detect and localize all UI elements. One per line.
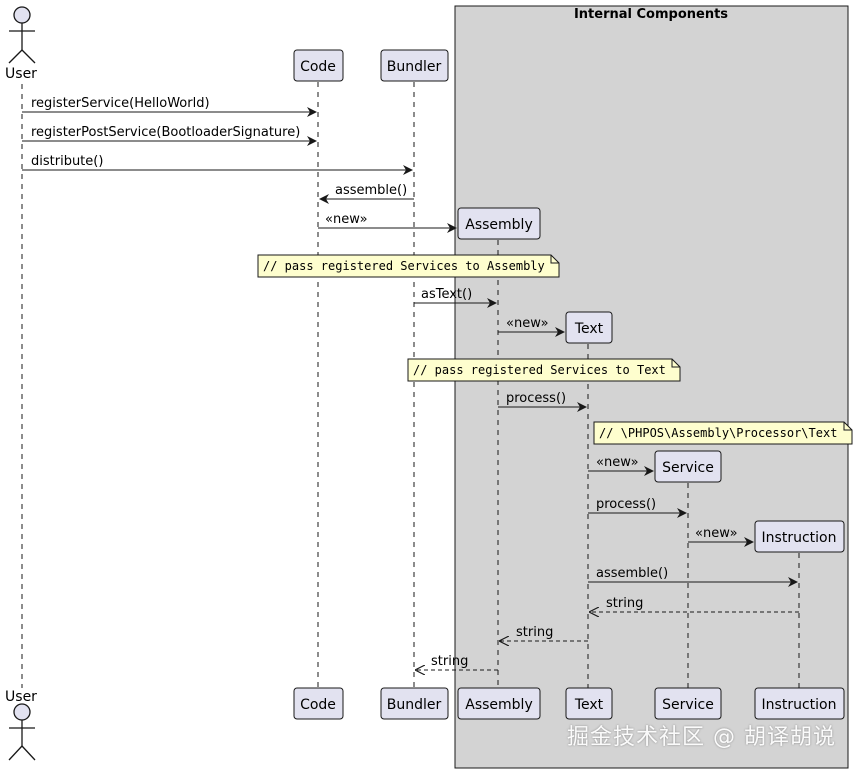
message-label: string	[431, 654, 468, 669]
participant-service-top: Service	[654, 450, 722, 483]
group-title: Internal Components	[574, 7, 728, 22]
group-internal-components: Internal Components	[454, 5, 849, 769]
actor-user-head-bottom	[13, 703, 31, 721]
note-text: // pass registered Services to Assembly	[263, 259, 545, 273]
participant-text-label-bottom: Text	[574, 697, 604, 713]
participant-code-label-bottom: Code	[300, 697, 336, 713]
participant-text-bottom: Text	[565, 687, 613, 720]
participant-bundler-label: Bundler	[387, 59, 442, 75]
participant-text-top: Text	[565, 311, 613, 344]
participant-code-bottom: Code	[293, 687, 344, 720]
message-return-string-text: string	[590, 596, 799, 612]
participant-instruction-label-bottom: Instruction	[762, 697, 837, 713]
watermark: 掘金技术社区 @ 胡译胡说	[567, 725, 836, 750]
actor-user-label-top: User	[5, 66, 37, 82]
message-label: string	[606, 596, 643, 611]
actor-user-head	[13, 6, 31, 24]
message-new-text: «new»	[498, 316, 565, 337]
message-label: «new»	[695, 526, 738, 541]
participant-assembly-label-bottom: Assembly	[465, 697, 532, 713]
message-label: string	[516, 625, 553, 640]
participant-assembly-top: Assembly	[457, 207, 541, 240]
participant-service-label-bottom: Service	[662, 697, 714, 713]
message-return-string-bundler: string	[416, 654, 498, 670]
message-label: registerService(HelloWorld)	[31, 96, 210, 111]
message-label: process()	[506, 391, 566, 406]
participant-code-top: Code	[293, 49, 344, 82]
message-assemble-code: assemble()	[319, 183, 414, 204]
message-assemble-instruction: assemble()	[588, 566, 798, 587]
message-label: «new»	[506, 316, 549, 331]
participant-service-label: Service	[662, 460, 714, 476]
message-label: «new»	[325, 212, 368, 227]
message-new-instruction: «new»	[688, 526, 754, 547]
lifelines	[21, 82, 800, 688]
message-label: assemble()	[596, 566, 668, 581]
participant-assembly-bottom: Assembly	[457, 687, 541, 720]
participant-instruction-bottom: Instruction	[754, 687, 845, 720]
message-label: process()	[596, 497, 656, 512]
message-new-assembly: «new»	[318, 212, 457, 233]
note-text: // \PHPOS\Assembly\Processor\Text	[599, 426, 837, 440]
actor-user-top	[8, 6, 36, 64]
participant-text-label: Text	[574, 321, 604, 337]
message-return-string-assembly: string	[500, 625, 588, 641]
actor-user-bottom	[8, 703, 36, 761]
message-process-service: process()	[588, 497, 687, 518]
note-pass-to-assembly: // pass registered Services to Assembly	[257, 254, 560, 278]
message-label: asText()	[421, 287, 472, 302]
participant-instruction-label: Instruction	[762, 530, 837, 546]
message-process-text: process()	[498, 391, 587, 412]
participant-instruction-top: Instruction	[754, 520, 845, 553]
message-register-service: registerService(HelloWorld)	[22, 96, 317, 117]
participant-bundler-bottom: Bundler	[380, 687, 449, 720]
message-as-text: asText()	[414, 287, 497, 308]
message-label: assemble()	[335, 183, 407, 198]
participant-assembly-label: Assembly	[465, 217, 532, 233]
participant-service-bottom: Service	[654, 687, 722, 720]
note-processor-text: // \PHPOS\Assembly\Processor\Text	[593, 421, 853, 445]
message-label: distribute()	[31, 154, 103, 169]
participant-code-label: Code	[300, 59, 336, 75]
note-text: // pass registered Services to Text	[413, 363, 666, 377]
note-pass-to-text: // pass registered Services to Text	[407, 358, 681, 382]
message-label: registerPostService(BootloaderSignature)	[31, 125, 300, 140]
message-new-service: «new»	[588, 455, 654, 476]
message-label: «new»	[596, 455, 639, 470]
participant-bundler-label-bottom: Bundler	[387, 697, 442, 713]
message-register-post-service: registerPostService(BootloaderSignature)	[22, 125, 317, 146]
message-distribute: distribute()	[22, 154, 413, 175]
actor-user-label-bottom: User	[5, 689, 37, 705]
participant-bundler-top: Bundler	[380, 49, 449, 82]
